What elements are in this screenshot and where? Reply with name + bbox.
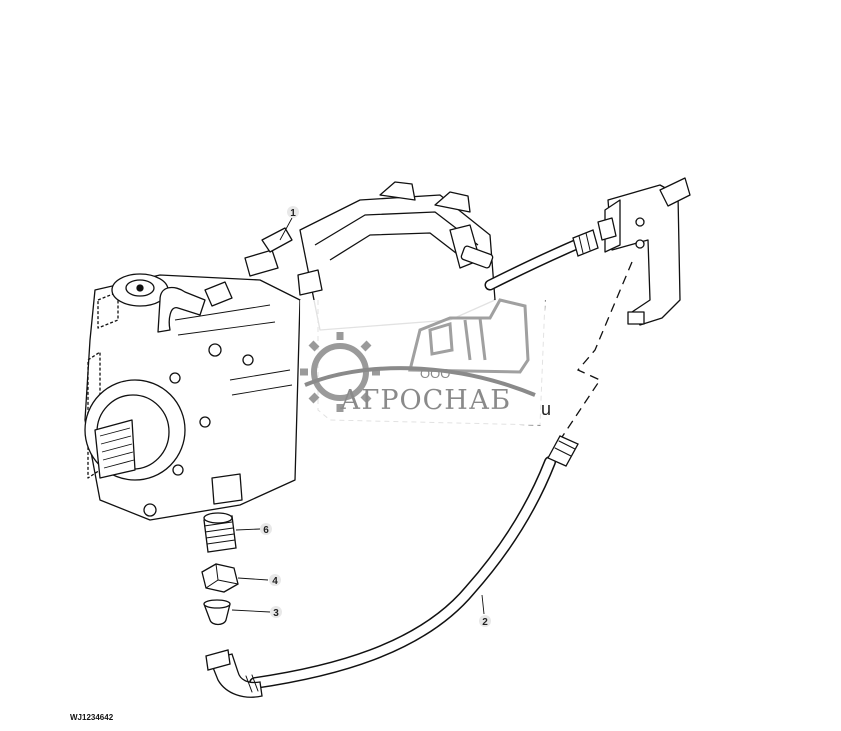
sleeve-part-3 — [203, 599, 231, 626]
gear-icon — [300, 332, 380, 412]
upper-hose — [484, 229, 599, 291]
callout-6[interactable]: 6 — [260, 523, 272, 536]
callout-2[interactable]: 2 — [479, 615, 491, 628]
hose-assembly — [205, 435, 579, 698]
routing-dashed-line — [559, 261, 633, 441]
leader-lines — [231, 217, 485, 615]
valve-bracket — [597, 177, 691, 326]
watermark-logo: ООО АГРОСНАБ — [300, 298, 545, 425]
callout-6-label: 6 — [263, 525, 269, 536]
hydraulic-pump-assembly — [84, 181, 496, 521]
watermark-brand: АГРОСНАБ — [340, 385, 511, 416]
watermark-prefix: ООО — [420, 366, 450, 381]
callout-2-label: 2 — [482, 617, 488, 628]
callout-3-label: 3 — [273, 608, 279, 619]
callout-3[interactable]: 3 — [270, 606, 282, 619]
watermark-suffix: u — [541, 399, 551, 419]
harvester-icon — [408, 298, 530, 374]
callout-4[interactable]: 4 — [269, 574, 281, 587]
fitting-part-6 — [203, 512, 237, 553]
swoosh — [304, 366, 536, 397]
callout-4-label: 4 — [272, 576, 278, 587]
callout-1[interactable]: 1 — [287, 206, 299, 219]
nut-part-4 — [201, 563, 239, 593]
callout-1-label: 1 — [290, 208, 296, 219]
figure-id: WJ1234642 — [70, 713, 114, 722]
